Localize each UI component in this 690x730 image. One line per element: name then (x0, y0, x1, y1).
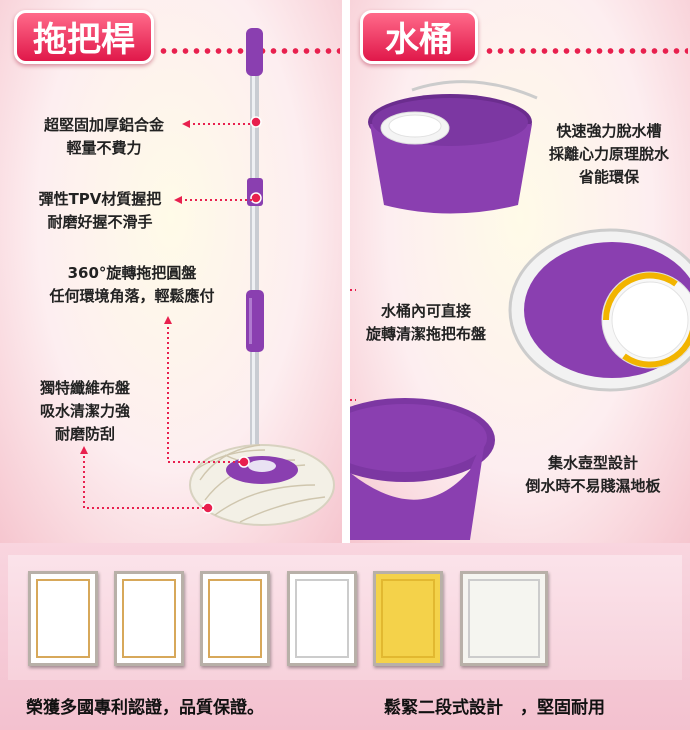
bucket-illustrations (350, 80, 690, 540)
feature-spout: 集水壺型設計 倒水時不易賤濕地板 (525, 454, 661, 495)
bucket-title: 水桶 (385, 20, 453, 60)
patent-certificate-5 (373, 571, 443, 666)
patent-certificate-1 (28, 571, 98, 666)
patent-certificate-4 (287, 571, 357, 666)
certificates-caption-right: 鬆緊二段式設計 ，堅固耐用 (384, 698, 605, 718)
mop-pole-panel: 拖把桿 (0, 0, 342, 543)
feature-aluminum: 超堅固加厚鋁合金 輕量不費力 (43, 116, 164, 157)
feature-grip: 彈性TPV材質握把 耐磨好握不滑手 (38, 190, 162, 231)
feature-spin-dry: 快速強力脫水槽 採離心力原理脫水 省能環保 (548, 122, 669, 186)
certificates-caption-left: 榮獲多國專利認證，品質保證。 (26, 698, 264, 718)
mop-pole-title-badge: 拖把桿 (14, 10, 154, 64)
feature-fiber: 獨特纖維布盤 吸水清潔力強 耐磨防刮 (39, 379, 130, 443)
pole-top-cap (246, 28, 263, 76)
mop-illustration (80, 28, 335, 526)
patent-certificate-2 (114, 571, 184, 666)
bucket-full-view (368, 80, 538, 214)
bucket-title-badge: 水桶 (360, 10, 478, 64)
bucket-spout-view (350, 398, 495, 540)
lower-grip (246, 290, 264, 352)
certificates-section: 榮獲多國專利認證，品質保證。 鬆緊二段式設計 ，堅固耐用 (0, 543, 690, 730)
patent-certificate-3 (200, 571, 270, 666)
pointer-line-3 (167, 322, 240, 463)
title-dotted-line (484, 47, 688, 55)
feature-rotation: 360°旋轉拖把圓盤 任何環境角落，輕鬆應付 (49, 264, 215, 305)
patent-certificate-6 (460, 571, 548, 666)
pointer-line-4 (83, 452, 204, 509)
feature-in-bucket-spin: 水桶內可直接 旋轉清潔拖把布盤 (365, 302, 486, 343)
mop-pole-title: 拖把桿 (33, 20, 135, 60)
bucket-spinner-closeup (508, 228, 690, 392)
bucket-panel: 水桶 快速 (350, 0, 690, 543)
